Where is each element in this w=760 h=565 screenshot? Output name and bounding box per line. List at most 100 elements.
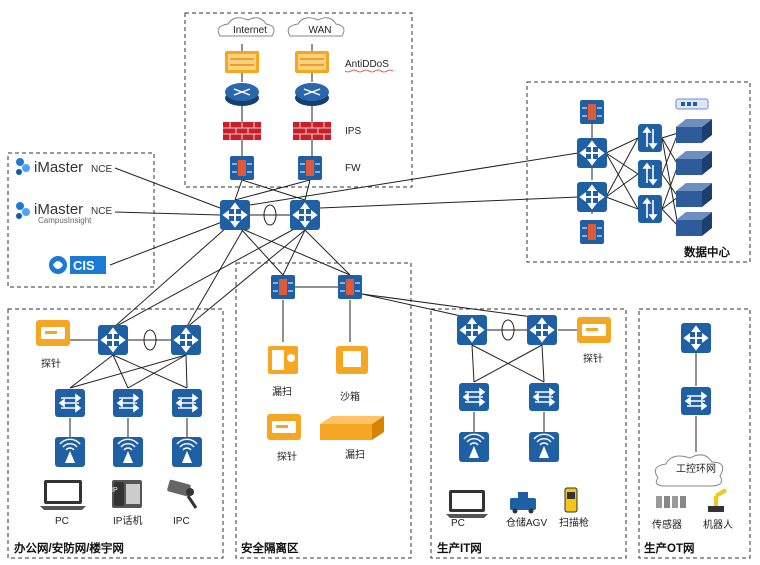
office-ap-1 [54,436,86,468]
office-ipphone-label: IP话机 [113,514,142,527]
ot-sensor-label: 传感器 [652,518,682,531]
prodit-core-1 [456,314,488,346]
imaster-nce-suffix: NCE [91,164,112,175]
office-pc-label: PC [55,516,69,527]
dc-server-2 [676,151,712,175]
office-access-3 [171,388,203,418]
management-zone [7,152,155,288]
links [53,44,697,452]
office-zone [7,308,224,559]
office-ipc-label: IPC [173,516,190,527]
ot-access-switch [680,386,712,416]
office-probe [36,320,70,346]
router-1 [224,82,260,107]
campus-sub: CampusInsight [38,216,92,225]
dc-server-1 [676,119,712,143]
dc-server-3 [676,183,712,207]
dc-switch-2 [637,159,663,189]
prodit-ap-2 [528,431,560,463]
imaster-nce-brand: iMaster [34,159,83,176]
stack-link-prodit [501,319,515,341]
vuln-scanner-device-1 [268,346,298,374]
wan-label: WAN [309,25,332,36]
barcode-scanner-icon [564,487,578,513]
cis-label: CIS [73,258,95,273]
dc-switch-3 [637,194,663,224]
prodit-ap-1 [458,431,490,463]
ipc-camera-icon [167,479,198,509]
pc-icon [40,480,86,510]
campus-suffix: NCE [91,206,112,217]
core-switch-1 [219,199,251,231]
perimeter-zone [184,12,413,188]
dc-switch-1 [637,123,663,153]
campusinsight-logo: iMaster NCE CampusInsight [16,201,112,225]
router-2 [294,82,330,107]
spellcheck-squiggle [344,69,394,73]
dc-core-2 [576,181,608,213]
office-probe-label: 探针 [41,357,61,370]
datacenter-zone [526,81,751,263]
wan-cloud: WAN [287,17,345,37]
prodit-probe-label: 探针 [583,352,603,365]
stack-link-office [143,329,157,351]
stack-link-core [263,204,277,226]
sensor-icon [656,496,686,508]
antiddos-device-1 [224,50,260,74]
ips-label: IPS [345,126,361,137]
dc-fw-2 [579,219,605,245]
ot-robot-label: 机器人 [703,518,733,531]
ot-ring-label: 工控环网 [676,462,716,475]
prodit-access-2 [528,382,560,412]
vuln-scanner-device-2 [320,416,384,440]
sec-sandbox-label: 沙箱 [340,390,360,403]
sec-probe-label: 探针 [277,450,297,463]
office-zone-label: 办公网/安防网/楼宇网 [14,541,124,555]
ot-core-switch [680,322,712,354]
industrial-ring-cloud: 工控环网 [654,454,724,487]
core-switch-2 [289,199,321,231]
security-zone [235,262,412,559]
sec-fw-1 [270,274,296,300]
sec-scan1-label: 漏扫 [272,385,292,398]
agv-icon [510,492,536,514]
prod-ot-zone [638,308,751,559]
sec-fw-2 [337,274,363,300]
ips-device-2 [292,121,332,141]
imaster-nce-logo: iMaster NCE [16,158,112,176]
office-ap-3 [171,436,203,468]
robot-icon [708,488,728,512]
prodit-probe [577,317,611,343]
prodit-scanner-label: 扫描枪 [559,516,589,529]
cis-logo: CIS [49,256,106,274]
prodit-pc-icon [446,490,488,518]
antiddos-label: AntiDDoS [345,59,389,70]
office-core-1 [97,324,129,356]
security-zone-label: 安全隔离区 [241,541,299,555]
ipphone-icon: IP [111,480,142,508]
antiddos-device-2 [294,50,330,74]
prodit-pc-label: PC [451,518,465,529]
fw-device-1 [229,155,255,181]
office-access-1 [54,388,86,418]
office-ap-2 [112,436,144,468]
office-access-2 [112,388,144,418]
fw-device-2 [297,155,323,181]
fw-label: FW [345,163,361,174]
internet-cloud: Internet [217,17,275,37]
ips-device-1 [222,121,262,141]
prod-it-zone [430,308,627,559]
dc-server-4 [676,212,712,236]
sandbox-device [336,346,368,374]
ipphone-badge: IP [111,487,118,494]
prodit-zone-label: 生产IT网 [437,541,482,555]
ot-zone-label: 生产OT网 [644,541,694,555]
dc-fw-1 [579,99,605,125]
datacenter-zone-label: 数据中心 [684,245,730,259]
office-core-2 [170,324,202,356]
prodit-access-1 [458,382,490,412]
prodit-agv-label: 仓储AGV [506,516,547,529]
sec-scan2-label: 漏扫 [345,448,365,461]
sec-probe [267,414,301,440]
